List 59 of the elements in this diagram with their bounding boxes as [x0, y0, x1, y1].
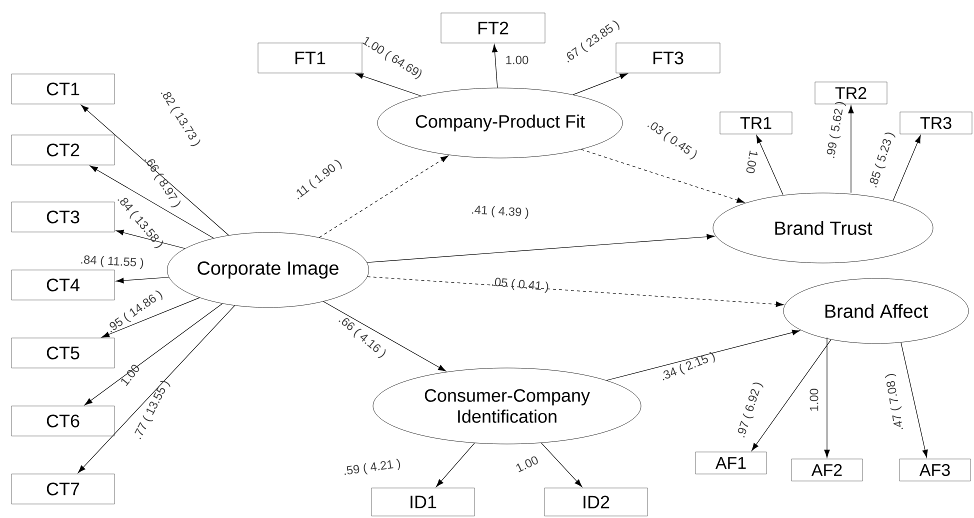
edge-label: .59 ( 4.21 ): [344, 458, 400, 475]
indicator-box: AF3: [899, 458, 971, 482]
indicator-box: TR3: [900, 112, 972, 134]
arrow: [606, 330, 800, 381]
arrow: [436, 442, 475, 488]
arrow: [756, 135, 784, 196]
edge-label: 1.00: [516, 456, 538, 472]
edge-label: .84 ( 11.55 ): [81, 255, 144, 270]
arrow: [102, 297, 200, 338]
edge-label: .77 ( 13.55 ): [134, 380, 170, 440]
arrow: [116, 230, 186, 249]
indicator-box: ID2: [544, 488, 648, 516]
arrow: [492, 44, 498, 88]
edge-label: .85 ( 5.23 ): [870, 132, 896, 188]
arrow: [540, 442, 582, 488]
arrow: [848, 105, 854, 194]
edge-label: 1.00: [810, 388, 818, 411]
arrow: [892, 135, 921, 202]
edge-label: .41 ( 4.39 ): [472, 206, 528, 219]
indicator-box: AF1: [695, 452, 767, 474]
indicator-box: AF2: [791, 458, 863, 482]
arrow: [367, 276, 784, 308]
indicator-box: CT2: [11, 134, 115, 166]
edge-label: 1.00: [746, 150, 758, 174]
indicator-box: CT3: [11, 202, 115, 232]
edge-label: .47 ( 7.08 ): [884, 374, 903, 430]
arrow: [580, 149, 745, 203]
arrow: [366, 234, 715, 263]
edge-label: .34 ( 2.15 ): [662, 352, 715, 380]
edge-label: 1.00: [506, 56, 528, 64]
arrow: [323, 301, 446, 372]
arrow: [824, 337, 830, 458]
arrow: [80, 104, 229, 236]
indicator-box: CT7: [11, 474, 115, 504]
indicator-box: ID1: [371, 488, 475, 516]
indicator-box: FT1: [258, 42, 362, 74]
edge-label: .66 ( 4.16 ): [338, 318, 386, 358]
arrow: [116, 276, 170, 284]
indicator-box: CT1: [11, 74, 115, 104]
indicator-box: FT3: [616, 42, 720, 74]
edge-label: .99 ( 5.62 ): [826, 102, 846, 158]
arrow: [752, 339, 832, 451]
arrow: [90, 166, 214, 238]
edge-label: .66 ( 8.97 ): [144, 159, 181, 208]
indicator-box: CT5: [11, 338, 115, 368]
indicator-box: CT6: [11, 406, 115, 436]
edge-label: .11 ( 1.90 ): [296, 160, 342, 200]
arrow: [355, 73, 422, 96]
arrow: [572, 73, 628, 96]
arrow: [900, 342, 928, 458]
arrow: [318, 156, 449, 238]
indicator-box: FT2: [440, 12, 546, 44]
arrow: [84, 303, 223, 406]
edge-label: .03 ( 0.45 ): [647, 122, 697, 160]
arrow: [78, 305, 235, 474]
indicator-box: TR1: [720, 112, 792, 134]
indicator-box: CT4: [11, 270, 115, 300]
edge-label: .97 ( 6.92 ): [738, 382, 764, 438]
edge-label: .05 ( 0.41 ): [492, 278, 548, 293]
